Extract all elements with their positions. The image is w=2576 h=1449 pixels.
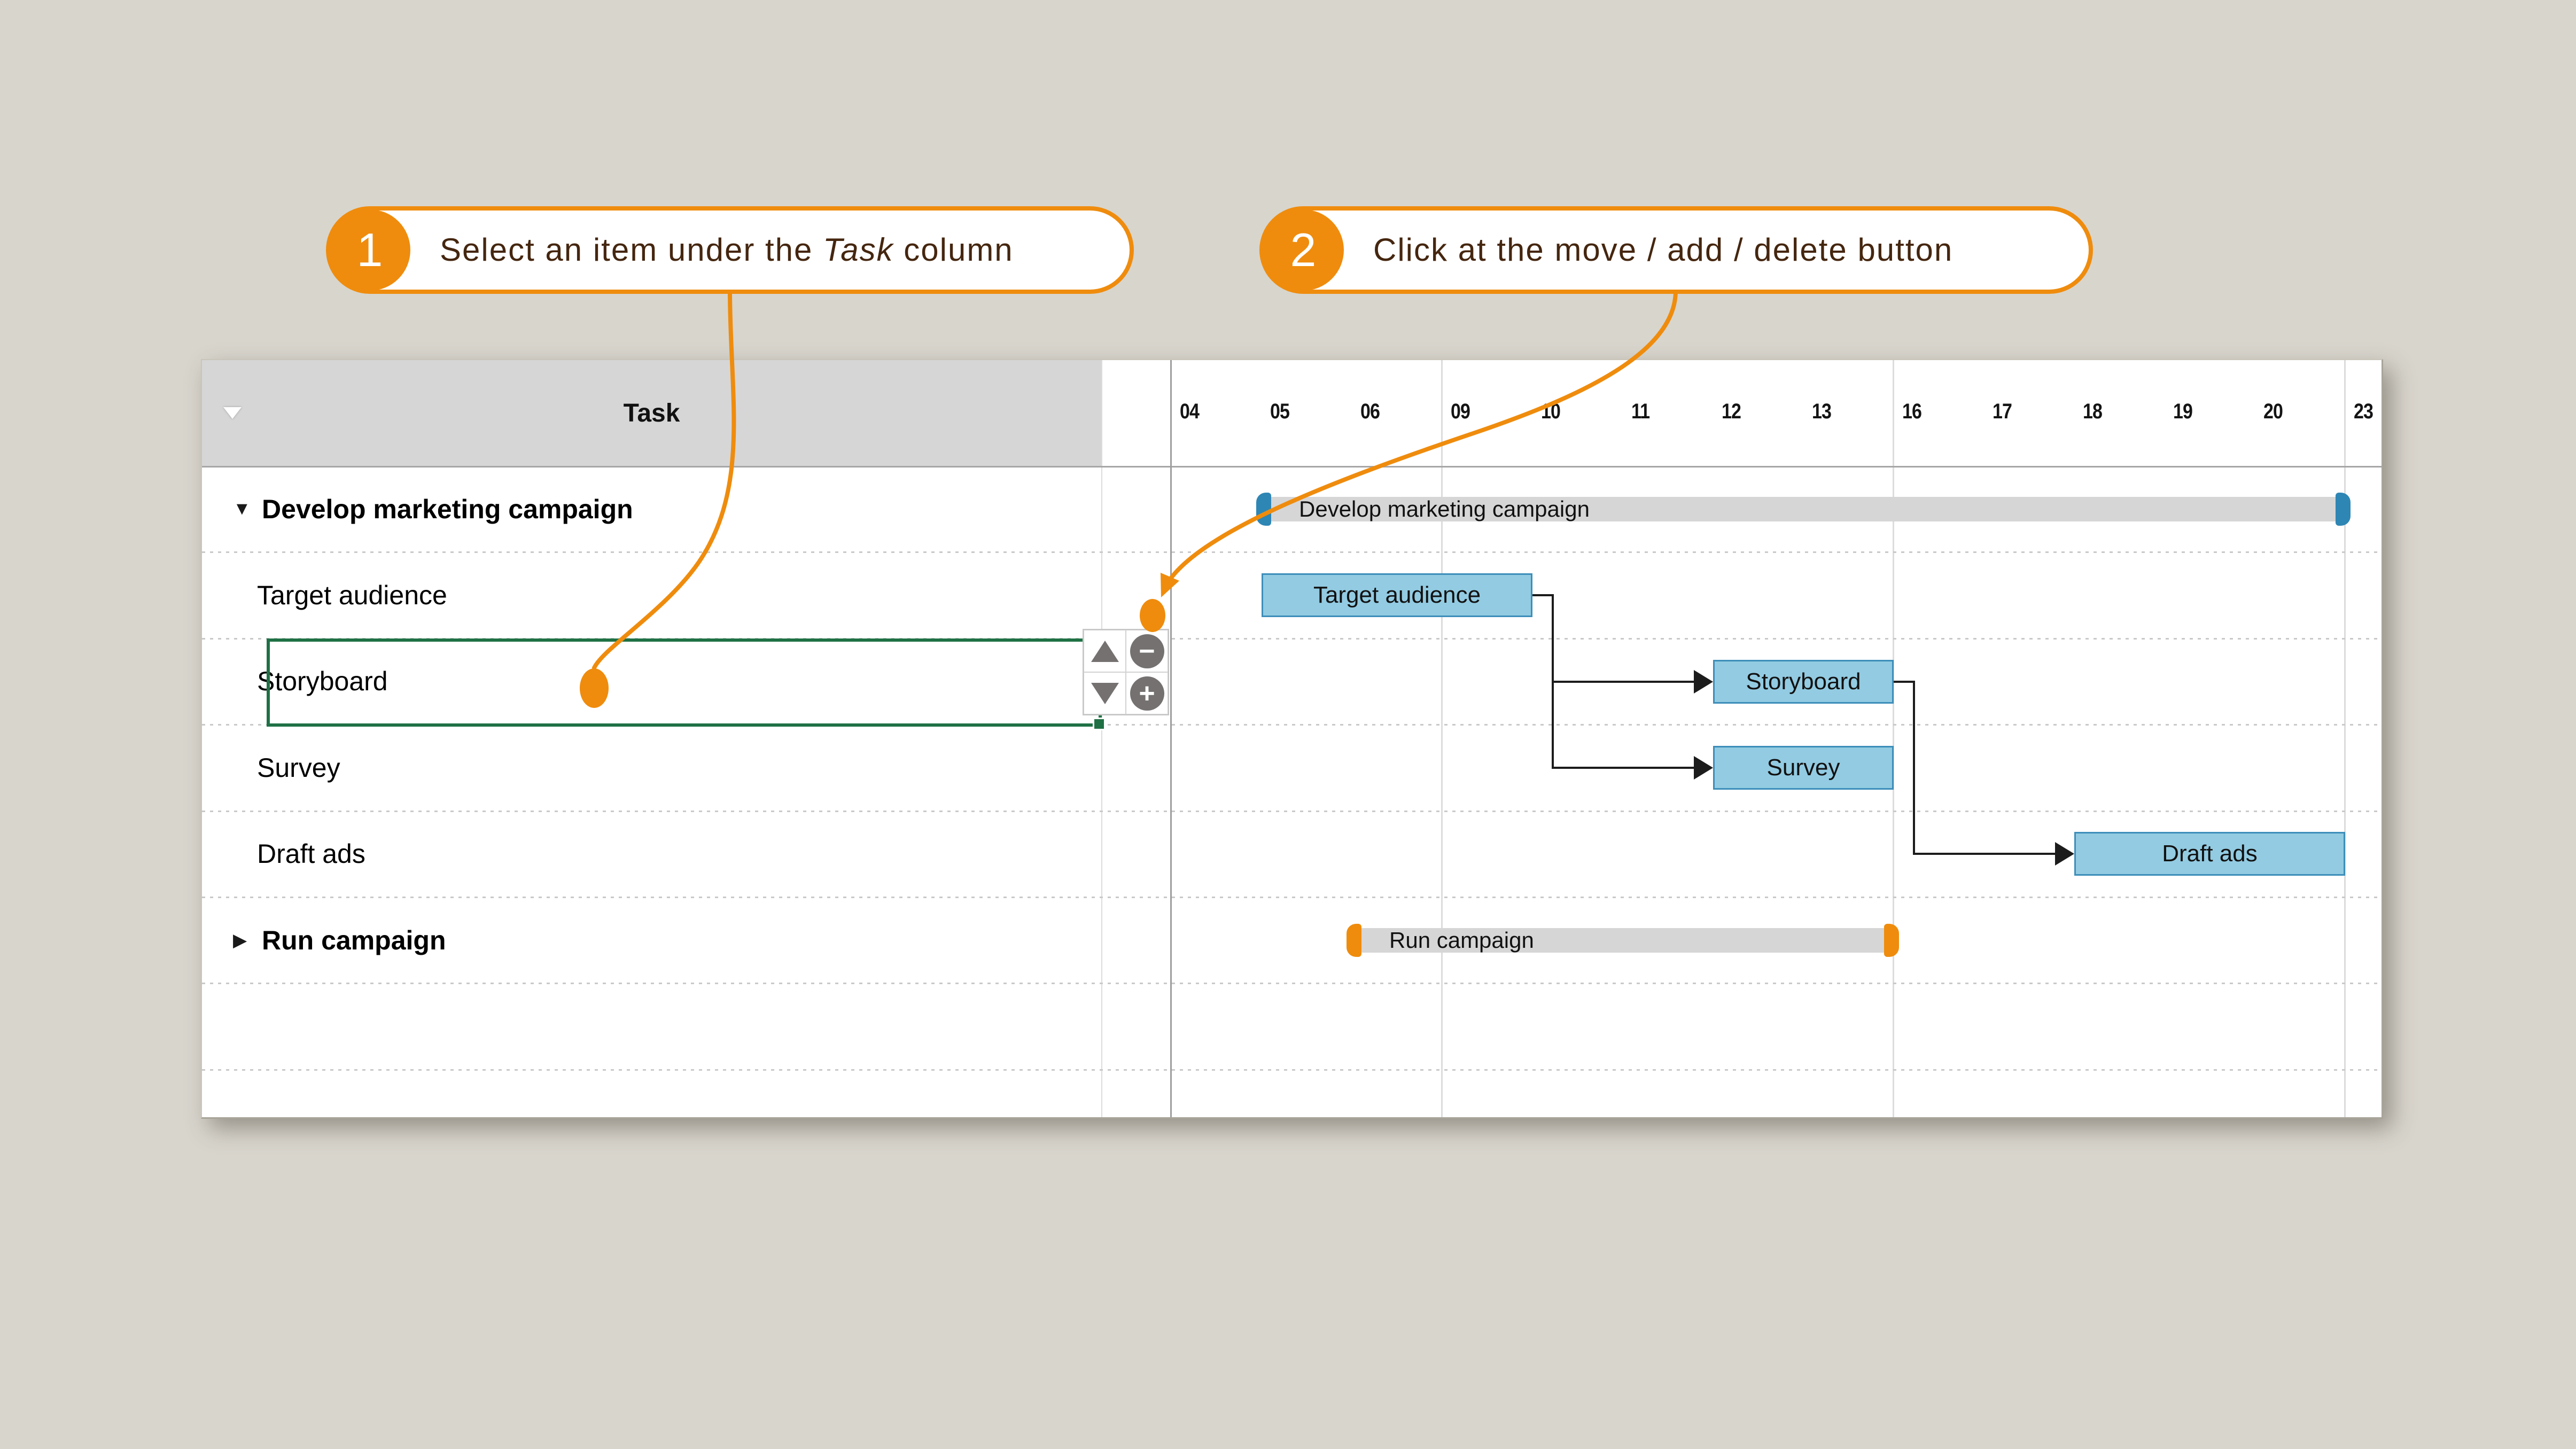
connector-target-audience-to-survey-arrowhead	[1694, 755, 1713, 780]
task-bar-survey[interactable]: Survey	[1713, 745, 1894, 790]
selected-cell-outline	[267, 638, 1106, 730]
row-separator-4	[202, 810, 2382, 812]
task-bar-target-audience[interactable]: Target audience	[1262, 573, 1532, 618]
day-label-23: 23	[2354, 400, 2373, 423]
callout-step-2: 2 Click at the move / add / delete butto…	[1259, 206, 2093, 294]
fill-handle[interactable]	[1093, 718, 1106, 730]
triangle-down-icon	[1091, 682, 1119, 704]
task-row-storyboard[interactable]: Storyboard	[202, 638, 1101, 724]
gridline-week-16	[1893, 360, 1894, 1117]
move-up-button[interactable]	[1084, 630, 1126, 672]
summary-cap-left	[1256, 492, 1271, 526]
step-1-text-post: column	[893, 232, 1014, 268]
summary-bar-label: Develop marketing campaign	[1299, 496, 1590, 521]
delete-button[interactable]: −	[1126, 630, 1168, 672]
summary-bar-label: Run campaign	[1389, 927, 1534, 953]
day-label-11: 11	[1631, 400, 1650, 423]
gridline-week-09	[1441, 360, 1443, 1117]
day-label-12: 12	[1722, 400, 1741, 423]
task-bar-draft-ads[interactable]: Draft ads	[2074, 832, 2345, 876]
day-label-10: 10	[1541, 400, 1561, 423]
callout-step-1: 1 Select an item under the Task column	[326, 206, 1134, 294]
task-column-title: Task	[623, 399, 680, 427]
task-name: Draft ads	[257, 839, 365, 869]
task-row-run-campaign[interactable]: ▶ Run campaign	[202, 897, 1101, 983]
plus-icon: +	[1130, 676, 1164, 711]
chart-left-border	[1170, 360, 1172, 1117]
row-separator-6	[202, 983, 2382, 985]
connector-storyboard-to-draft-ads-h1	[1894, 680, 1915, 683]
minus-icon: −	[1130, 634, 1164, 668]
triangle-up-icon	[1091, 640, 1119, 662]
step-1-text-italic: Task	[823, 232, 894, 268]
summary-cap-left	[1347, 923, 1361, 957]
expand-triangle-icon[interactable]: ▶	[233, 930, 247, 951]
summary-cap-right	[1884, 923, 1899, 957]
summary-cap-right	[2336, 492, 2351, 526]
gridline-week-23	[2344, 360, 2346, 1117]
task-name: Develop marketing campaign	[262, 494, 633, 524]
connector-storyboard-to-draft-ads-arrowhead	[2055, 842, 2074, 866]
step-1-text-pre: Select an item under the	[440, 232, 823, 268]
summary-bar-develop-marketing-campaign[interactable]: Develop marketing campaign	[1262, 496, 2345, 521]
task-bar-label: Storyboard	[1746, 668, 1861, 695]
day-label-18: 18	[2083, 400, 2103, 423]
row-separator-7	[202, 1069, 2382, 1071]
connector-storyboard-to-draft-ads-h2	[1913, 853, 2058, 855]
connector-storyboard-to-draft-ads-v	[1913, 680, 1915, 855]
task-row-survey[interactable]: Survey	[202, 724, 1101, 811]
task-name: Target audience	[257, 580, 447, 610]
connector-target-audience-to-survey-h2	[1552, 766, 1697, 769]
day-label-04: 04	[1180, 400, 1200, 423]
connector-target-audience-to-survey-v	[1552, 594, 1554, 769]
step-1-text: Select an item under the Task column	[440, 211, 1014, 290]
day-label-13: 13	[1812, 400, 1832, 423]
step-2-text-pre: Click at the move / add / delete button	[1373, 232, 1954, 268]
task-name: Survey	[257, 752, 340, 783]
task-column-divider	[1101, 360, 1102, 1117]
filter-dropdown-icon[interactable]	[223, 407, 242, 419]
collapse-triangle-icon[interactable]: ▼	[233, 498, 251, 519]
step-2-number-badge: 2	[1263, 209, 1344, 291]
task-bar-storyboard[interactable]: Storyboard	[1713, 659, 1894, 704]
day-label-05: 05	[1270, 400, 1290, 423]
connector-target-audience-to-survey-h1	[1532, 594, 1554, 597]
day-label-19: 19	[2173, 400, 2193, 423]
task-row-target-audience[interactable]: Target audience	[202, 552, 1101, 638]
row-separator-5	[202, 897, 2382, 898]
add-button[interactable]: +	[1126, 672, 1168, 714]
step-2-text: Click at the move / add / delete button	[1373, 211, 1953, 290]
move-add-delete-panel: − +	[1083, 629, 1169, 715]
move-down-button[interactable]	[1084, 672, 1126, 714]
task-column-header: Task	[202, 360, 1101, 466]
step-1-number-badge: 1	[329, 209, 410, 291]
task-bar-label: Draft ads	[2162, 840, 2258, 867]
task-bar-label: Survey	[1766, 754, 1840, 781]
summary-bar-run-campaign[interactable]: Run campaign	[1352, 928, 1894, 953]
row-separator-2	[202, 637, 2382, 640]
day-label-09: 09	[1451, 400, 1470, 423]
connector-target-audience-to-storyboard-h2	[1552, 680, 1697, 683]
connector-target-audience-to-storyboard-arrowhead	[1694, 669, 1713, 694]
task-row-draft-ads[interactable]: Draft ads	[202, 811, 1101, 897]
day-label-17: 17	[1993, 400, 2012, 423]
task-bar-label: Target audience	[1313, 582, 1481, 609]
task-name: Run campaign	[262, 925, 446, 955]
gantt-table: Task 04 05 06 09 10 11 12 13 16 17 18 19 20 23 ▼ Devel…	[201, 359, 2383, 1119]
task-name: Storyboard	[257, 666, 388, 697]
day-label-06: 06	[1360, 400, 1380, 423]
row-separator-3	[202, 724, 2382, 726]
day-label-16: 16	[1902, 400, 1922, 423]
task-row-develop-marketing-campaign[interactable]: ▼ Develop marketing campaign	[202, 466, 1101, 552]
day-label-20: 20	[2263, 400, 2283, 423]
